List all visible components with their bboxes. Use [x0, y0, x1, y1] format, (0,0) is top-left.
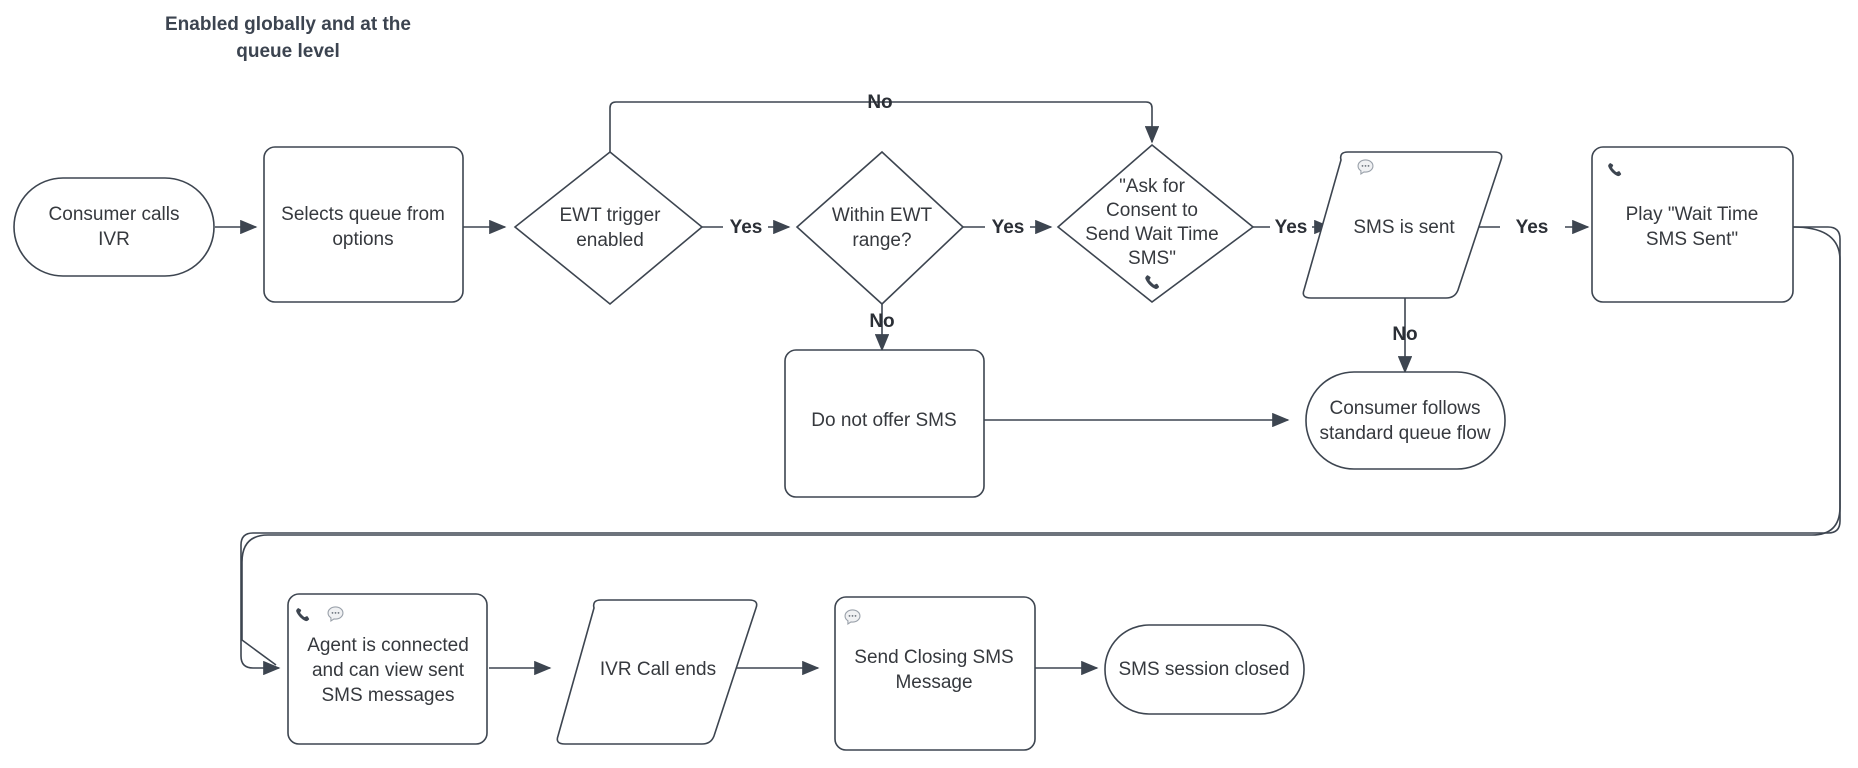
node-send-closing-sms[interactable]: Send Closing SMS Message: [834, 596, 1036, 751]
node-selects-queue-shape: [263, 146, 464, 303]
node-ewt-trigger-enabled-shape: [513, 150, 704, 306]
edge-label-no-top: No: [867, 92, 892, 113]
node-consumer-follows-queue[interactable]: Consumer follows standard queue flow: [1305, 371, 1506, 470]
node-consumer-calls-ivr-line1: Consumer calls: [49, 204, 180, 225]
node-do-not-offer-sms-shape: [784, 349, 985, 498]
node-within-ewt-range-line2: range?: [852, 230, 911, 251]
node-consumer-follows-queue-line2: standard queue flow: [1319, 423, 1490, 444]
node-play-wait-time-sms-sent-line1: Play "Wait Time: [1626, 204, 1759, 225]
node-consumer-calls-ivr-line2: IVR: [98, 229, 130, 250]
edge-label-no-within-range: No: [869, 311, 894, 332]
node-ask-for-consent-line2: Consent to: [1106, 200, 1198, 221]
edge-play-to-agent-loop: [241, 226, 1841, 666]
edge-label-yes-4: Yes: [1516, 217, 1549, 238]
node-consumer-follows-queue-shape: [1305, 371, 1506, 470]
diagram-title: Enabled globally and at the queue level: [165, 14, 411, 62]
node-consumer-calls-ivr[interactable]: Consumer calls IVR: [13, 177, 215, 277]
edge-play-to-agent-loop-main: [240, 226, 1841, 676]
node-sms-is-sent[interactable]: SMS is sent: [1302, 151, 1503, 299]
edge-label-yes-3: Yes: [1275, 217, 1308, 238]
node-ask-for-consent-shape: [1056, 143, 1255, 304]
diagram-title-line1: Enabled globally and at the: [165, 14, 411, 35]
node-sms-session-closed-line1: SMS session closed: [1118, 659, 1289, 680]
node-ask-for-consent-line1: "Ask for: [1119, 176, 1186, 197]
node-ask-for-consent[interactable]: "Ask for Consent to Send Wait Time SMS": [1056, 143, 1255, 304]
node-agent-is-connected-line2: and can view sent: [312, 660, 465, 681]
node-consumer-calls-ivr-shape: [13, 177, 215, 277]
node-agent-is-connected-line1: Agent is connected: [307, 635, 469, 656]
node-play-wait-time-sms-sent-line2: SMS Sent": [1646, 229, 1738, 250]
node-selects-queue[interactable]: Selects queue from options: [263, 146, 464, 303]
node-sms-is-sent-shape: [1302, 151, 1503, 299]
node-do-not-offer-sms-line1: Do not offer SMS: [811, 410, 956, 431]
node-do-not-offer-sms[interactable]: Do not offer SMS: [784, 349, 985, 498]
node-agent-is-connected-shape: [287, 593, 488, 745]
node-play-wait-time-sms-sent-shape: [1591, 146, 1794, 303]
edge-label-yes-2: Yes: [992, 217, 1025, 238]
edge-label-no-sms-sent: No: [1392, 324, 1417, 345]
node-selects-queue-line2: options: [332, 229, 393, 250]
node-play-wait-time-sms-sent[interactable]: Play "Wait Time SMS Sent": [1591, 146, 1794, 303]
node-within-ewt-range[interactable]: Within EWT range?: [795, 150, 965, 306]
node-ewt-trigger-enabled[interactable]: EWT trigger enabled: [513, 150, 704, 306]
diagram-title-line2: queue level: [236, 41, 340, 62]
node-ivr-call-ends-line1: IVR Call ends: [600, 659, 716, 680]
node-within-ewt-range-line1: Within EWT: [832, 205, 933, 226]
node-ewt-trigger-enabled-line2: enabled: [576, 230, 644, 251]
node-ewt-trigger-enabled-line1: EWT trigger: [559, 205, 661, 226]
node-ivr-call-ends[interactable]: IVR Call ends: [556, 599, 758, 745]
node-ask-for-consent-line4: SMS": [1128, 248, 1176, 269]
node-agent-is-connected[interactable]: Agent is connected and can view sent SMS…: [287, 593, 488, 745]
node-send-closing-sms-line1: Send Closing SMS: [854, 647, 1013, 668]
node-selects-queue-line1: Selects queue from: [281, 204, 445, 225]
edge-label-yes-1: Yes: [730, 217, 763, 238]
node-send-closing-sms-line2: Message: [895, 672, 972, 693]
node-ivr-call-ends-shape: [556, 599, 758, 745]
edge-ewt-no-loop: [609, 101, 1160, 152]
node-sms-session-closed[interactable]: SMS session closed: [1104, 624, 1305, 715]
node-ask-for-consent-line3: Send Wait Time: [1085, 224, 1218, 245]
node-consumer-follows-queue-line1: Consumer follows: [1330, 398, 1481, 419]
node-within-ewt-range-shape: [795, 150, 965, 306]
node-sms-session-closed-shape: [1104, 624, 1305, 715]
node-send-closing-sms-shape: [834, 596, 1036, 751]
node-agent-is-connected-line3: SMS messages: [321, 685, 454, 706]
node-sms-is-sent-line1: SMS is sent: [1353, 217, 1455, 238]
